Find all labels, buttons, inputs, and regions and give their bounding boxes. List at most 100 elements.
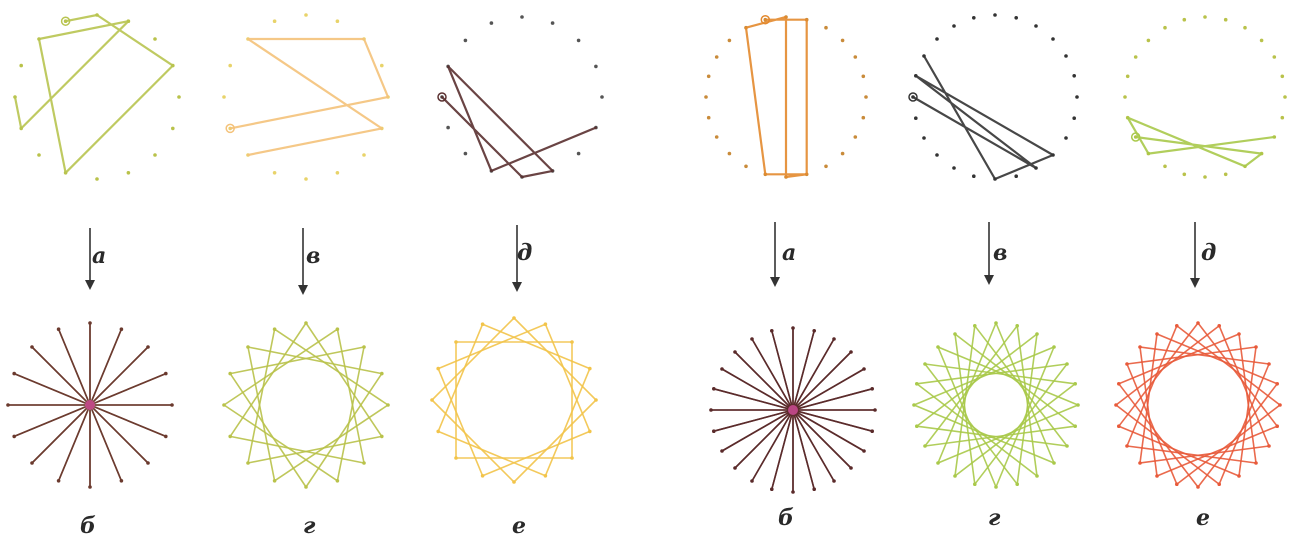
peg-dot <box>1134 55 1138 59</box>
peg-dot <box>12 372 16 376</box>
arrowhead-icon <box>770 277 780 287</box>
peg-dot <box>520 15 524 19</box>
peg-dot <box>153 153 157 157</box>
peg-dot <box>1283 95 1287 99</box>
peg-dot <box>733 466 737 470</box>
peg-dot <box>952 166 956 170</box>
peg-dot <box>914 116 918 120</box>
peg-dot <box>454 340 458 344</box>
peg-dot <box>1035 474 1039 478</box>
arrowhead-icon <box>85 280 95 290</box>
peg-dot <box>733 350 737 354</box>
peg-dot <box>362 461 366 465</box>
peg-dot <box>841 152 845 156</box>
star-thread <box>1127 347 1256 364</box>
star-thread <box>1239 347 1256 476</box>
thread-loop <box>746 17 807 177</box>
peg-dot <box>246 461 250 465</box>
star-thread <box>275 405 388 481</box>
peg-dot <box>1163 165 1167 169</box>
star-thread <box>432 318 514 400</box>
peg-dot <box>577 39 581 43</box>
peg-dot <box>430 398 434 402</box>
star-thread <box>483 431 590 475</box>
star-thread <box>224 405 337 481</box>
star-thread <box>955 334 975 484</box>
peg-dot <box>864 95 868 99</box>
peg-dot <box>1117 382 1121 386</box>
peg-dot <box>37 153 41 157</box>
peg-dot <box>1183 18 1187 22</box>
peg-dot <box>577 152 581 156</box>
peg-dot <box>841 39 845 43</box>
peg-dot <box>994 485 998 489</box>
peg-dot <box>1138 461 1142 465</box>
peg-dot <box>1237 474 1241 478</box>
peg-dot <box>935 153 939 157</box>
peg-dot <box>791 490 795 494</box>
peg-dot <box>728 39 732 43</box>
star-thread <box>483 324 590 368</box>
peg-dot <box>912 403 916 407</box>
peg-dot <box>1275 424 1279 428</box>
peg-dot <box>824 26 828 30</box>
star-thread <box>1127 446 1256 463</box>
thread-loop <box>442 66 596 177</box>
peg-dot <box>1123 95 1127 99</box>
peg-dot <box>1196 485 1200 489</box>
arrow-label-left-1: а <box>92 243 106 269</box>
peg-dot <box>715 55 719 59</box>
peg-dot <box>1015 482 1019 486</box>
peg-dot <box>720 367 724 371</box>
peg-dot <box>862 116 866 120</box>
peg-dot <box>1155 332 1159 336</box>
peg-dot <box>915 424 919 428</box>
peg-dot <box>953 474 957 478</box>
star-thread <box>1140 347 1157 476</box>
peg-dot <box>1125 444 1129 448</box>
star-thread <box>1239 334 1256 463</box>
peg-dot <box>436 367 440 371</box>
star-thread <box>438 369 482 476</box>
peg-dot <box>1072 116 1076 120</box>
peg-dot <box>594 65 598 69</box>
peg-dot <box>1243 26 1247 30</box>
peg-dot <box>1147 39 1151 43</box>
star-thread <box>545 324 589 431</box>
peg-dot <box>380 435 384 439</box>
peg-dot <box>922 136 926 140</box>
peg-dot <box>228 64 232 68</box>
peg-dot <box>1224 173 1228 177</box>
thread-loop <box>15 15 173 173</box>
peg-dot <box>588 430 592 434</box>
star-thread <box>438 431 545 475</box>
peg-dot <box>707 116 711 120</box>
peg-dot <box>304 177 308 181</box>
caption-right-2: г <box>988 505 1000 531</box>
peg-dot <box>481 322 485 326</box>
arrowhead-icon <box>512 282 522 292</box>
peg-dot <box>1064 136 1068 140</box>
arrow-label-right-1: а <box>782 240 796 266</box>
peg-dot <box>436 430 440 434</box>
peg-dot <box>57 327 61 331</box>
peg-dot <box>1051 37 1055 41</box>
peg-dot <box>1064 54 1068 58</box>
peg-dot <box>744 165 748 169</box>
peg-dot <box>273 171 277 175</box>
peg-dot <box>923 362 927 366</box>
peg-dot <box>1117 424 1121 428</box>
peg-dot <box>153 37 157 41</box>
star-thread <box>1017 326 1037 476</box>
peg-dot <box>1114 403 1118 407</box>
star-thread <box>1140 334 1157 463</box>
peg-dot <box>936 461 940 465</box>
peg-dot <box>222 403 226 407</box>
peg-dot <box>1072 74 1076 78</box>
peg-dot <box>1138 345 1142 349</box>
peg-dot <box>1014 16 1018 20</box>
peg-dot <box>973 324 977 328</box>
peg-dot <box>712 387 716 391</box>
caption-left-1: б <box>80 513 96 539</box>
